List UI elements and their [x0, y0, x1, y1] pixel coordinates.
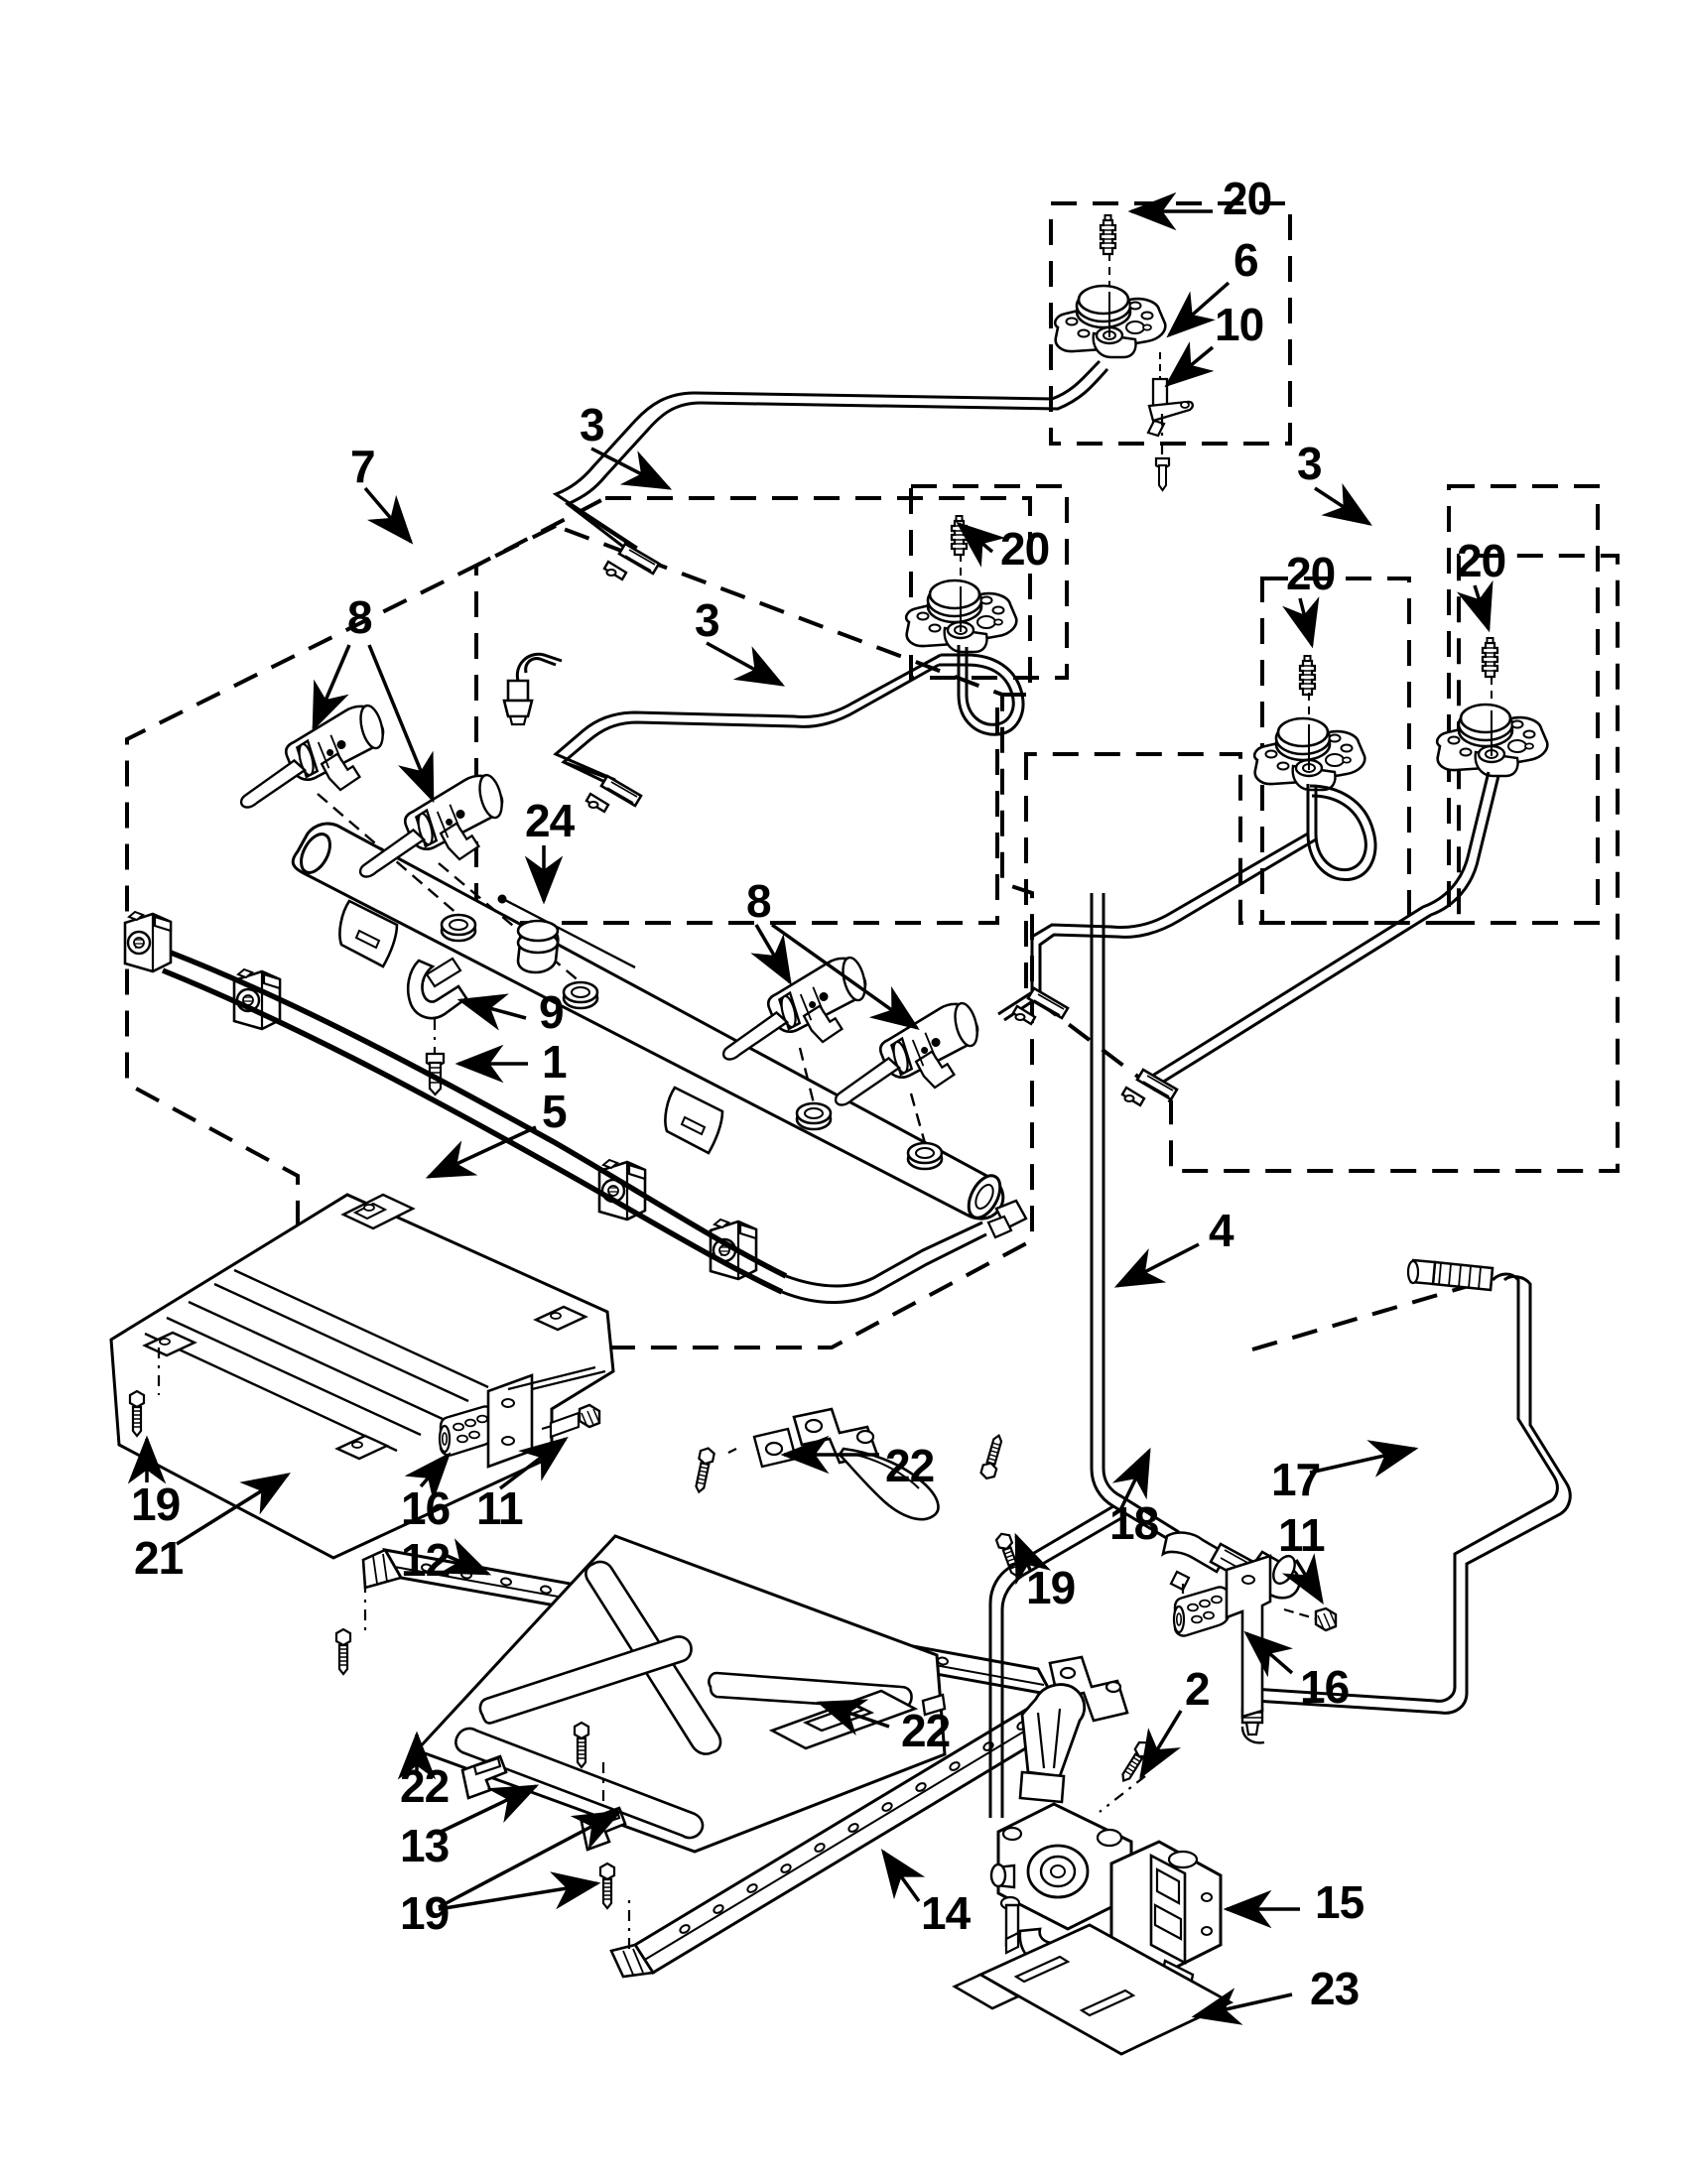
callout-16-left: 16: [401, 1482, 451, 1534]
callout-17: 17: [1271, 1454, 1321, 1505]
callout-1: 1: [542, 1036, 568, 1088]
callout-3-upper: 3: [580, 399, 605, 450]
callout-23: 23: [1310, 1963, 1360, 2014]
callout-20-burner1: 20: [1223, 173, 1272, 224]
callout-21: 21: [134, 1532, 184, 1584]
callout-6: 6: [1234, 234, 1259, 286]
callout-22-center: 22: [901, 1705, 951, 1756]
callout-22-upper: 22: [885, 1440, 935, 1491]
callout-11-right: 11: [1278, 1509, 1326, 1561]
callout-9: 9: [539, 986, 565, 1038]
callout-8-right: 8: [746, 875, 772, 927]
callout-4: 4: [1209, 1205, 1234, 1256]
callout-18: 18: [1109, 1497, 1159, 1549]
callout-15: 15: [1315, 1876, 1364, 1928]
callout-13: 13: [400, 1820, 450, 1871]
callout-3-middle: 3: [695, 594, 720, 646]
callout-19-shield: 19: [131, 1478, 181, 1530]
callout-10: 10: [1215, 299, 1264, 350]
callout-5: 5: [542, 1086, 568, 1137]
callout-20-burner2: 20: [1000, 523, 1050, 575]
callout-22-lower: 22: [400, 1760, 450, 1812]
callout-3-right: 3: [1297, 438, 1323, 489]
callout-19-burner: 19: [400, 1887, 450, 1939]
callout-24: 24: [525, 795, 575, 846]
callout-2: 2: [1185, 1663, 1211, 1715]
callout-12: 12: [401, 1534, 451, 1586]
callout-20-burner4: 20: [1457, 535, 1506, 586]
callout-8-left: 8: [347, 591, 373, 643]
callout-16-right: 16: [1300, 1661, 1350, 1713]
callout-7: 7: [350, 441, 376, 492]
callout-11-left: 11: [476, 1482, 524, 1534]
callout-19-elbow: 19: [1026, 1562, 1076, 1613]
callout-14: 14: [921, 1887, 971, 1939]
callout-20-burner3: 20: [1286, 548, 1336, 599]
